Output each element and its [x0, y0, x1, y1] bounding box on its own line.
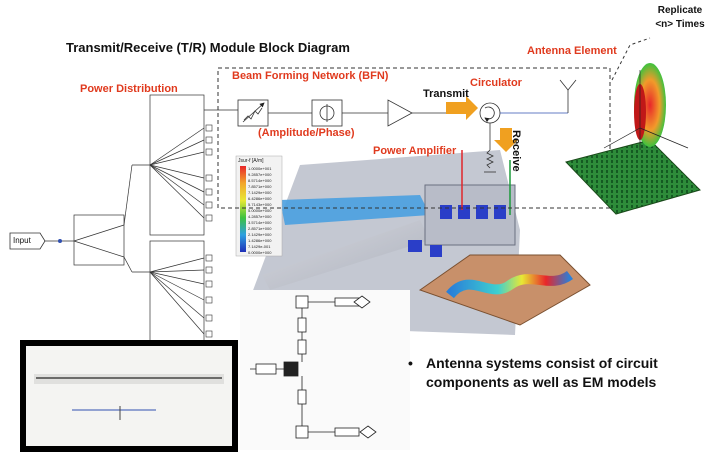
legend-value: 7.8571e+000 — [248, 184, 272, 189]
legend-value: 2.1429e+000 — [248, 232, 272, 237]
legend-value: 4.2857e+000 — [248, 214, 272, 219]
legend-value: 7.1429e+000 — [248, 190, 272, 195]
legend-value: 3.5714e+000 — [248, 220, 272, 225]
amplitude-phase-label: (Amplitude/Phase) — [258, 127, 355, 139]
power-amplifier-label: Power Amplifier — [373, 145, 457, 157]
power-distribution-label: Power Distribution — [80, 83, 178, 95]
replicate-label-line1: Replicate — [657, 5, 703, 16]
legend-value: 2.8571e+000 — [248, 226, 272, 231]
bullet-text: Antenna systems consist of circuit compo… — [426, 355, 658, 390]
transmit-label: Transmit — [423, 88, 469, 100]
port-terminals — [205, 124, 213, 338]
circulator-symbol — [479, 102, 501, 124]
circulator-label: Circulator — [470, 77, 522, 89]
legend-value: 0.0000e+000 — [248, 250, 272, 255]
legend-value: 1.4286e+000 — [248, 238, 272, 243]
power-distribution-network — [44, 94, 238, 352]
summary-bullet: • Antenna systems consist of circuit com… — [408, 354, 708, 392]
replicate-callout-line — [611, 37, 651, 81]
legend-value: 5.0000e+000 — [248, 208, 272, 213]
radiation-pattern-lobe — [603, 63, 689, 150]
legend-value: 1.0000e+001 — [248, 166, 272, 171]
bullet-dot: • — [408, 355, 413, 371]
legend-title: Jsur-f [A/m] — [238, 158, 264, 164]
diagram-title: Transmit/Receive (T/R) Module Block Diag… — [66, 40, 350, 55]
receive-arrow — [494, 128, 518, 152]
legend-value: 9.2857e+000 — [248, 172, 272, 177]
bfn-dashed-boundary — [217, 67, 611, 209]
legend-value: 7.1429e-001 — [248, 244, 271, 249]
schematic-inset — [240, 290, 410, 450]
em-simulation-image — [240, 150, 591, 335]
transmit-arrow — [446, 96, 478, 120]
input-port[interactable] — [9, 232, 62, 250]
input-label: Input — [13, 236, 31, 245]
legend-value: 8.5714e+000 — [248, 178, 272, 183]
bfn-chain — [237, 79, 577, 173]
field-color-legend — [235, 155, 283, 257]
replicate-label-line2: <n> Times — [655, 19, 705, 30]
antenna-array-image — [565, 139, 701, 215]
power-amplifier-block — [387, 99, 413, 127]
receive-label: Receive — [510, 130, 522, 172]
legend-value: 6.4286e+000 — [248, 196, 272, 201]
hardware-photo — [20, 340, 238, 452]
bfn-label: Beam Forming Network (BFN) — [232, 70, 389, 82]
antenna-element-label: Antenna Element — [527, 45, 617, 57]
legend-value: 5.7143e+000 — [248, 202, 272, 207]
